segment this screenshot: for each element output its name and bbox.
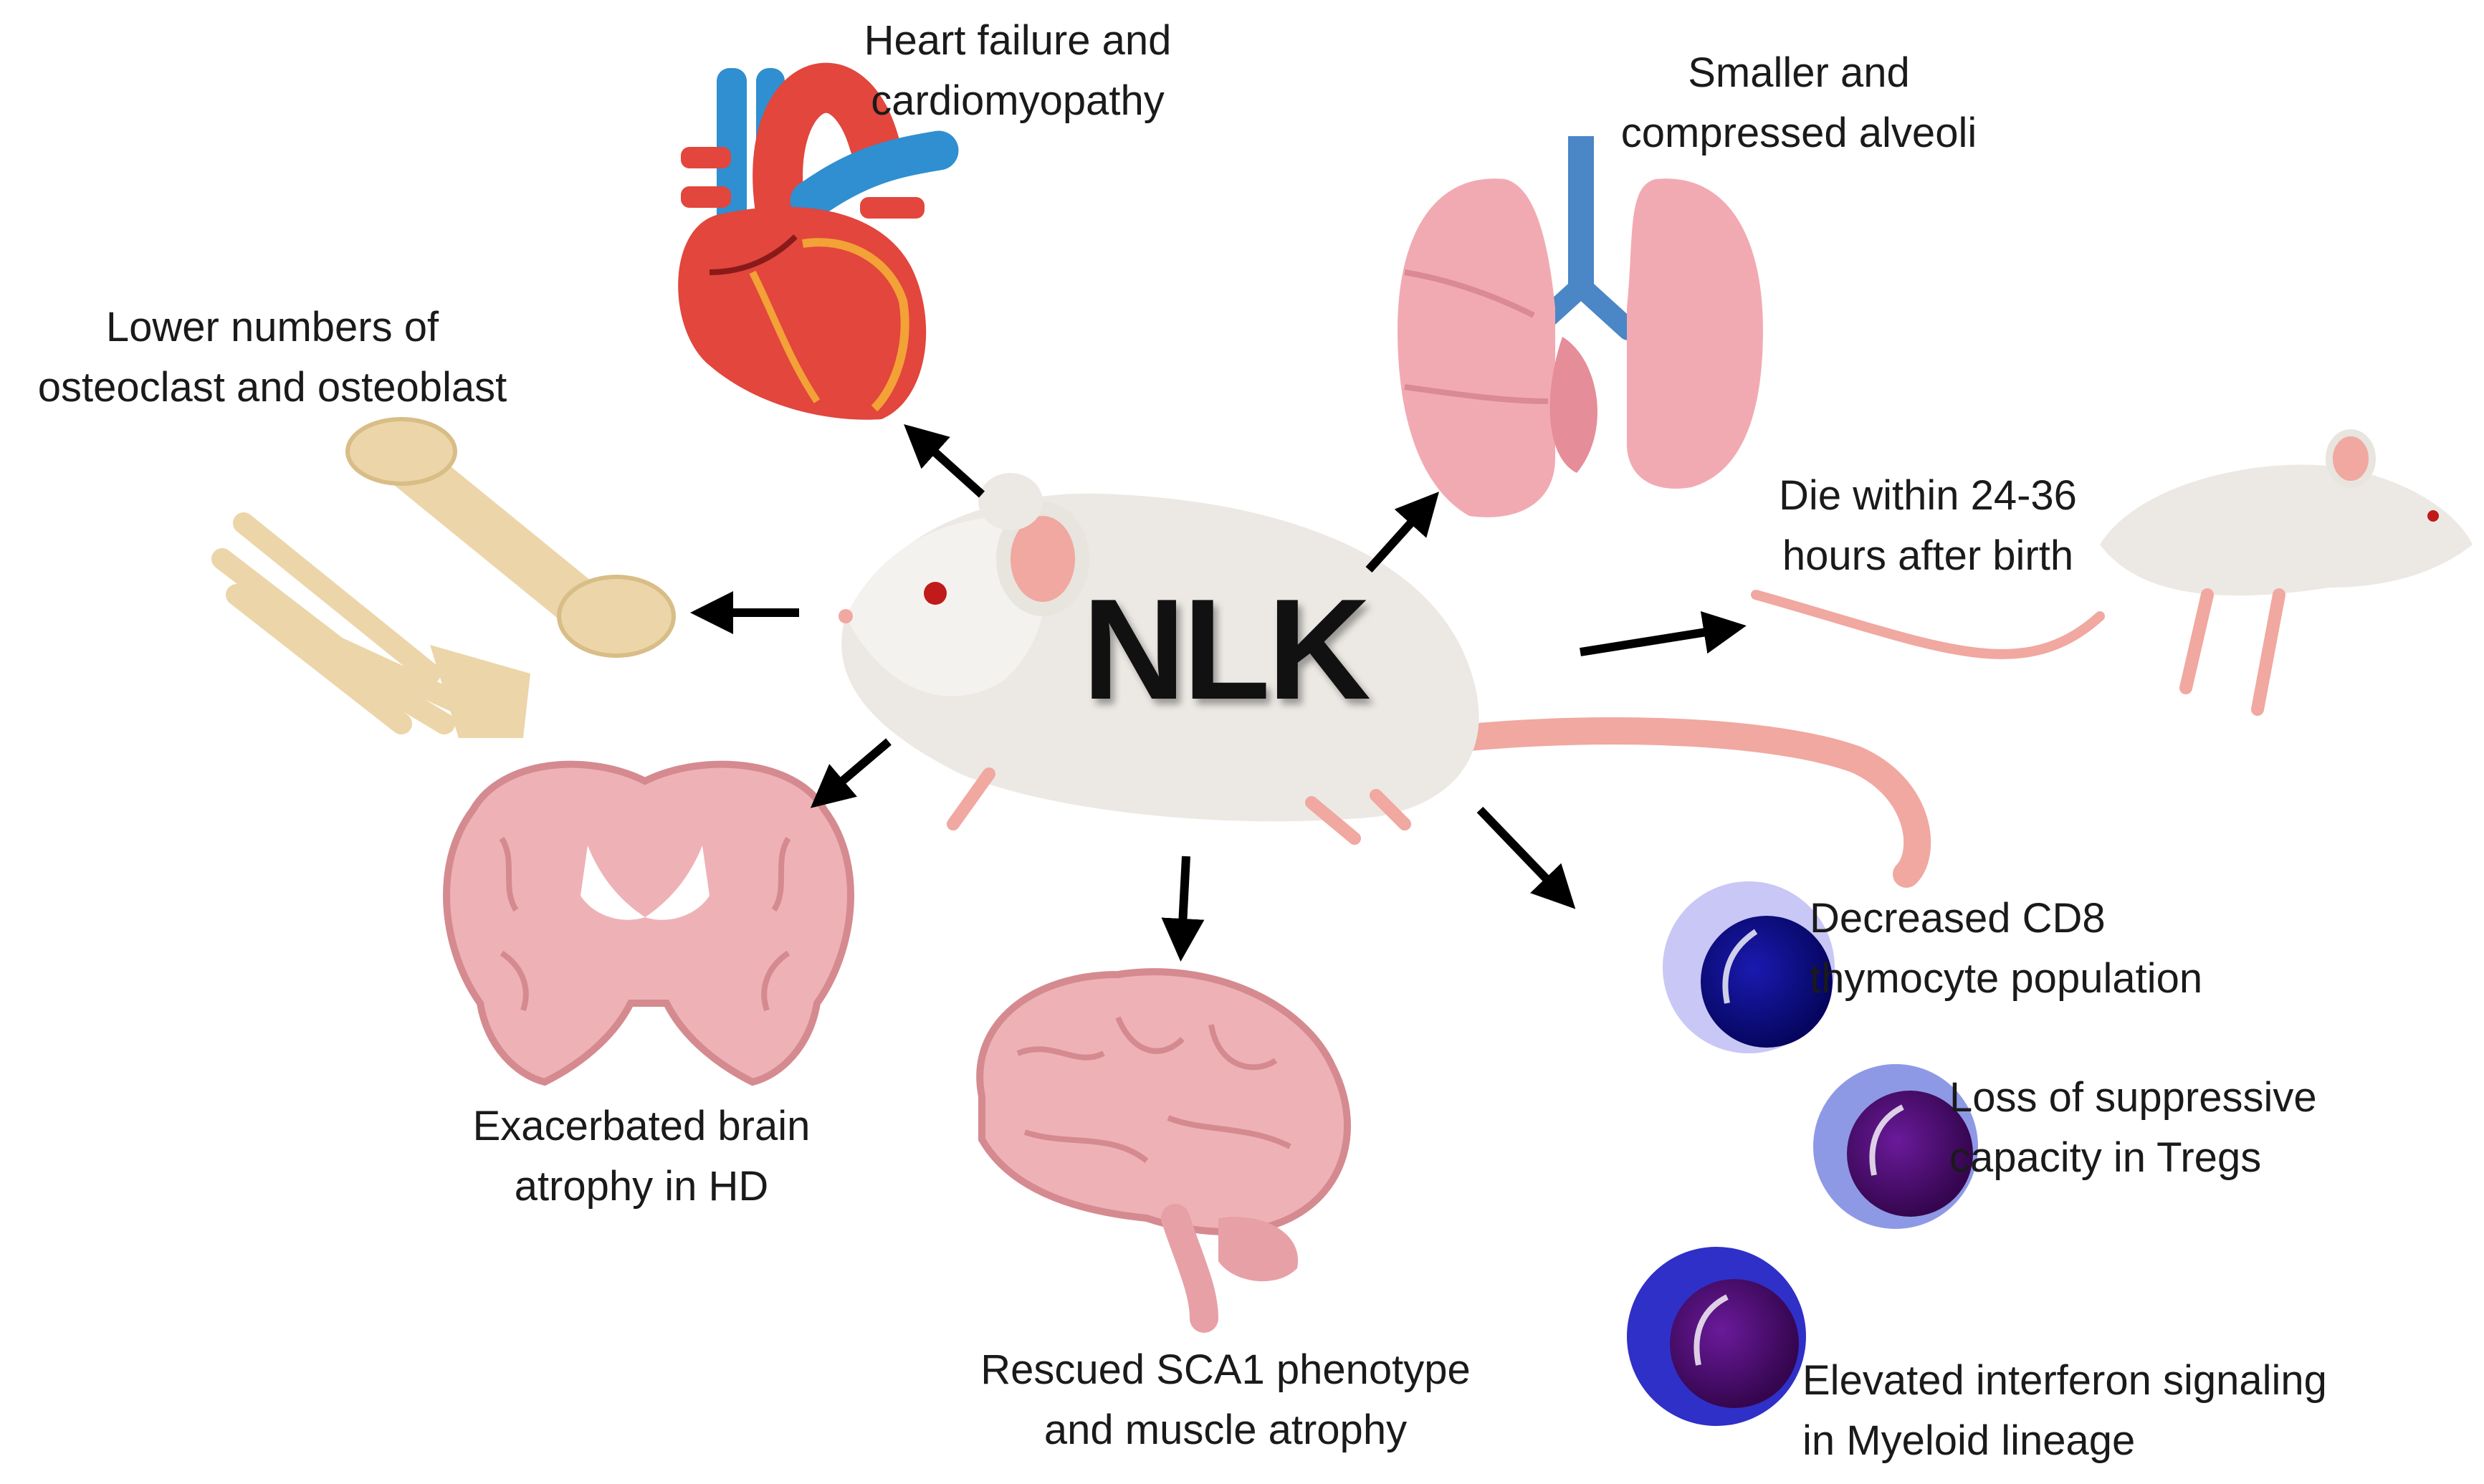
lung-label: Smaller and compressed alveoli [1591, 43, 2007, 163]
lung-label-line2: compressed alveoli [1620, 110, 1977, 156]
arrow-to-survival [1580, 611, 1747, 656]
brain-icon [976, 968, 1351, 1333]
myeloid-label: Elevated interferon signaling in Myeloid… [1802, 1351, 2327, 1471]
bone-label: Lower numbers of osteoclast and osteobla… [0, 297, 545, 418]
arrow-to-brain-sca1 [1161, 856, 1205, 962]
arrow-to-cells [1476, 806, 1576, 909]
brain-sca1-label: Rescued SCA1 phenotype and muscle atroph… [932, 1340, 1519, 1460]
lung-label-line1: Smaller and [1688, 49, 1910, 96]
brain-section-icon [443, 760, 854, 1086]
tregs-label: Loss of suppressive capacity in Tregs [1949, 1068, 2317, 1188]
heart-label-line2: cardiomyopathy [871, 77, 1165, 124]
bone-label-line1: Lower numbers of [105, 304, 439, 350]
brain-sca1-label-line2: and muscle atrophy [1043, 1407, 1408, 1453]
tregs-label-line2: capacity in Tregs [1949, 1134, 2262, 1181]
bone-icon [211, 417, 676, 738]
cd8-label: Decreased CD8 thymocyte population [1810, 889, 2202, 1009]
rat-icon [1751, 429, 2473, 716]
brain-hd-label-line1: Exacerbated brain [472, 1103, 811, 1149]
heart-icon [678, 62, 959, 420]
brain-hd-label-line2: atrophy in HD [514, 1163, 769, 1210]
arrow-to-heart [904, 423, 985, 498]
treg-cell-icon [1813, 1064, 1978, 1229]
myeloid-label-line1: Elevated interferon signaling [1802, 1357, 2327, 1404]
tregs-label-line1: Loss of suppressive [1949, 1074, 2317, 1121]
heart-label-line1: Heart failure and [864, 17, 1172, 64]
survival-label-line1: Die within 24-36 [1779, 472, 2077, 519]
heart-label: Heart failure and cardiomyopathy [839, 11, 1197, 131]
bone-label-line2: osteoclast and osteoblast [37, 364, 507, 411]
cd8-label-line1: Decreased CD8 [1810, 895, 2106, 942]
myeloid-label-line2: in Myeloid lineage [1802, 1417, 2136, 1464]
center-label: NLK [1082, 570, 1370, 729]
cd8-label-line2: thymocyte population [1810, 955, 2203, 1002]
arrow-to-brain-hd [810, 738, 892, 808]
arrows [690, 423, 1747, 962]
myeloid-cell-icon [1627, 1247, 1806, 1426]
cd8-cell-icon [1663, 881, 1835, 1053]
arrow-to-lungs [1365, 492, 1440, 573]
brain-hd-label: Exacerbated brain atrophy in HD [430, 1096, 853, 1217]
survival-label-line2: hours after birth [1782, 532, 2074, 579]
mouse-icon [839, 473, 1931, 888]
survival-label: Die within 24-36 hours after birth [1742, 466, 2114, 586]
lungs-icon [1398, 136, 1763, 517]
brain-sca1-label-line1: Rescued SCA1 phenotype [980, 1346, 1471, 1393]
